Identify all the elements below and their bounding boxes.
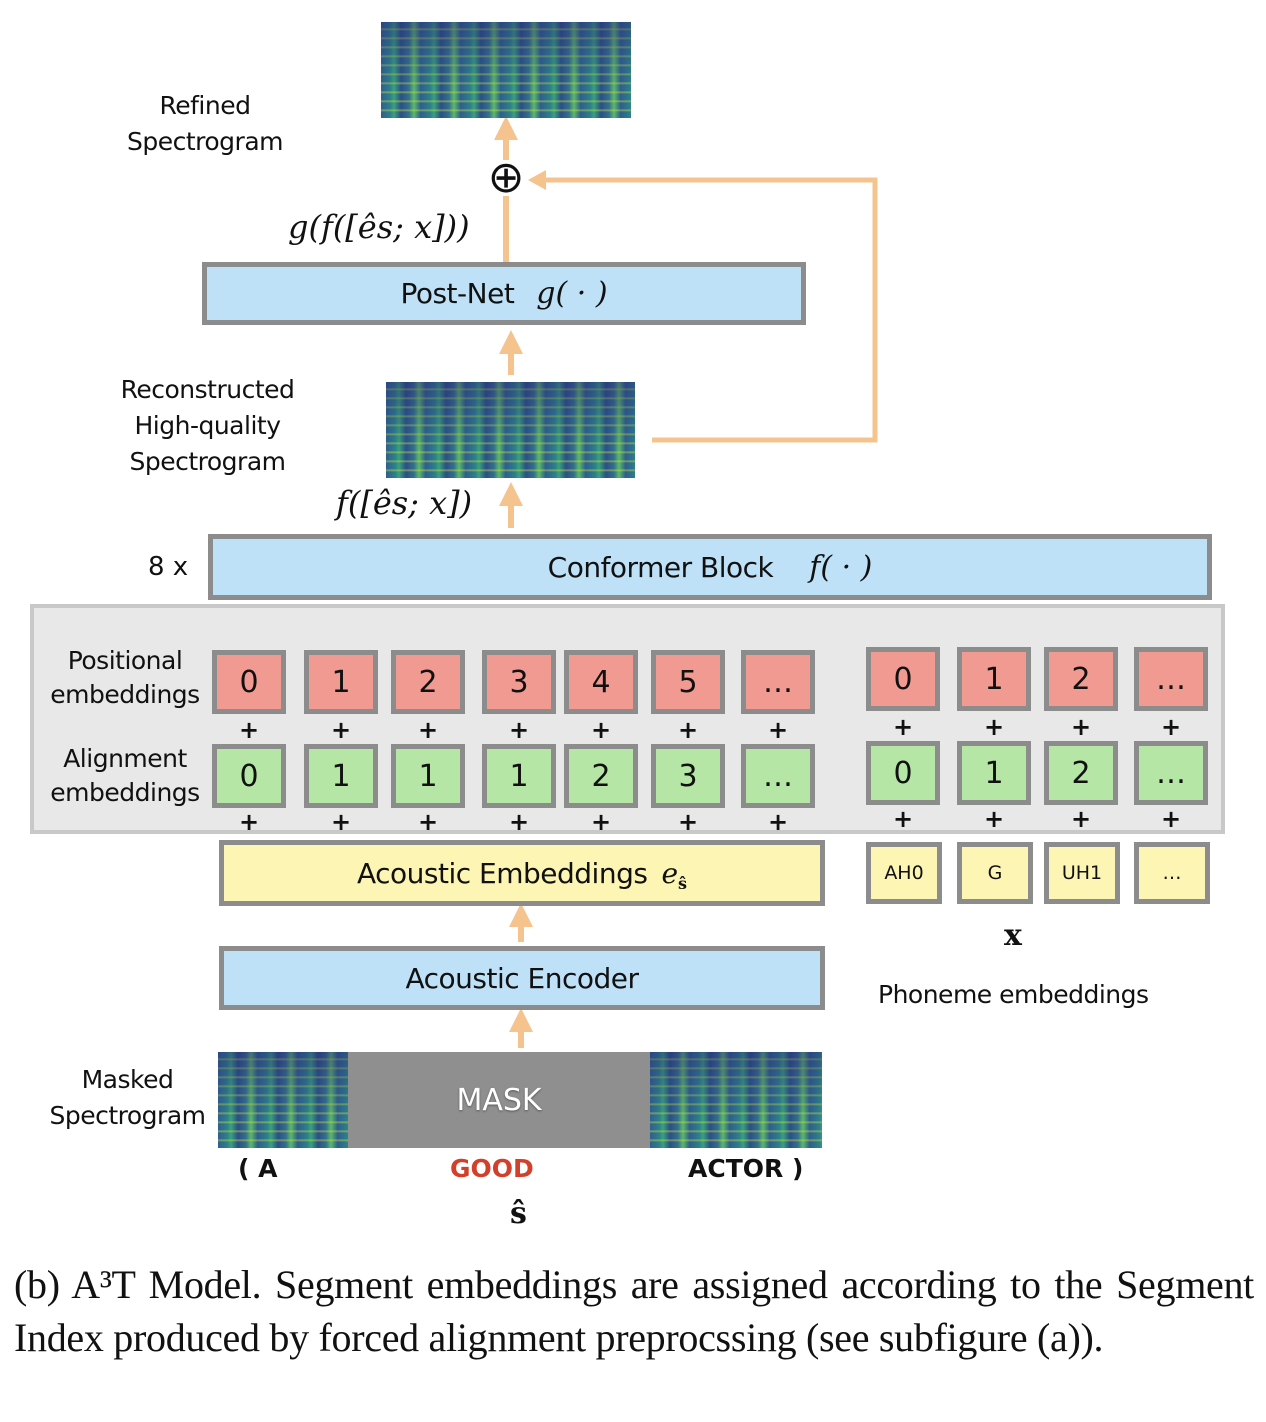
label-line: Masked <box>81 1065 174 1094</box>
conformer-name: Conformer Block <box>547 550 774 584</box>
plus-sign: + <box>1161 713 1182 741</box>
acoustic-embeddings-name: Acoustic Embeddings <box>356 856 648 890</box>
positional-embedding-token: 4 <box>564 650 638 714</box>
plus-sign: + <box>591 716 612 744</box>
plus-sign: + <box>984 713 1005 741</box>
alignment-embedding-token: … <box>741 744 815 808</box>
alignment-embedding-token: 1 <box>391 744 465 808</box>
positional-embedding-token: 1 <box>957 647 1031 711</box>
label-line: Positional <box>67 646 183 675</box>
alignment-embedding-token: … <box>1134 741 1208 805</box>
word-actor: ACTOR ) <box>688 1154 804 1183</box>
reconstructed-spectrogram-label: Reconstructed High-quality Spectrogram <box>105 372 310 480</box>
phoneme-token: … <box>1134 842 1210 904</box>
label-line: embeddings <box>50 680 200 709</box>
positional-embeddings-label: Positional embeddings <box>40 644 210 712</box>
alignment-embedding-token: 2 <box>1044 741 1118 805</box>
plus-sign: + <box>331 808 352 836</box>
plus-sign: + <box>591 808 612 836</box>
plus-sign: + <box>768 716 789 744</box>
label-line: Reconstructed <box>120 375 295 404</box>
alignment-embedding-token: 0 <box>866 741 940 805</box>
postnet-fn: g( · ) <box>536 276 608 311</box>
alignment-embeddings-label: Alignment embeddings <box>40 742 210 810</box>
phoneme-token: AH0 <box>866 842 942 904</box>
phoneme-embeddings-label: Phoneme embeddings <box>878 980 1149 1009</box>
masked-spectrogram-left <box>218 1052 348 1148</box>
reconstructed-spectrogram-image <box>386 382 635 478</box>
alignment-embedding-token: 2 <box>564 744 638 808</box>
plus-sign: + <box>418 716 439 744</box>
refined-spectrogram-label: Refined Spectrogram <box>105 88 305 160</box>
plus-sign: + <box>678 716 699 744</box>
label-line: embeddings <box>50 778 200 807</box>
plus-sign: + <box>418 808 439 836</box>
label-line: Refined <box>159 91 251 120</box>
postnet-name: Post-Net <box>400 277 515 310</box>
alignment-embedding-token: 0 <box>212 744 286 808</box>
plus-sign: + <box>1161 805 1182 833</box>
conformer-block: Conformer Block f( · ) <box>208 534 1212 600</box>
plus-sign: + <box>1071 713 1092 741</box>
positional-embedding-token: 2 <box>391 650 465 714</box>
label-line: Alignment <box>63 744 187 773</box>
positional-embedding-token: 5 <box>651 650 725 714</box>
plus-sign: + <box>1071 805 1092 833</box>
plus-sign: + <box>768 808 789 836</box>
plus-sign: + <box>678 808 699 836</box>
positional-embedding-token: 3 <box>482 650 556 714</box>
positional-embedding-token: … <box>741 650 815 714</box>
word-good-masked: GOOD <box>450 1154 534 1183</box>
positional-embedding-token: 2 <box>1044 647 1118 711</box>
alignment-embedding-token: 1 <box>957 741 1031 805</box>
phoneme-symbol: x <box>1004 918 1022 953</box>
plus-sign: + <box>331 716 352 744</box>
plus-sign: + <box>509 716 530 744</box>
plus-sign: + <box>509 808 530 836</box>
label-line: Spectrogram <box>129 447 286 476</box>
mask-region: MASK <box>348 1052 650 1148</box>
conformer-output-formula: f([ês; x]) <box>336 484 473 522</box>
plus-sign: + <box>239 808 260 836</box>
masked-spectrogram-label: Masked Spectrogram <box>30 1062 225 1134</box>
masked-segment-symbol: ŝ <box>510 1196 527 1231</box>
alignment-embedding-token: 1 <box>482 744 556 808</box>
repeat-count: 8 x <box>148 552 189 582</box>
label-line: High-quality <box>134 411 281 440</box>
phoneme-token: UH1 <box>1044 842 1120 904</box>
plus-sign: + <box>893 713 914 741</box>
plus-sign: + <box>984 805 1005 833</box>
phoneme-token: G <box>957 842 1033 904</box>
plus-sign: + <box>893 805 914 833</box>
acoustic-encoder-block: Acoustic Encoder <box>219 946 825 1010</box>
plus-sign: + <box>239 716 260 744</box>
postnet-output-formula: g(f([ês; x])) <box>288 208 470 246</box>
positional-embedding-token: 1 <box>304 650 378 714</box>
add-icon: ⊕ <box>487 152 525 203</box>
conformer-fn: f( · ) <box>809 549 873 585</box>
alignment-embedding-token: 1 <box>304 744 378 808</box>
residual-connection <box>540 177 878 443</box>
acoustic-embeddings-subscript: ŝ <box>678 873 688 893</box>
word-a: ( A <box>238 1154 278 1183</box>
label-line: Spectrogram <box>126 127 284 156</box>
refined-spectrogram-image <box>381 22 631 118</box>
acoustic-embeddings-symbol: e <box>661 856 679 890</box>
alignment-embedding-token: 3 <box>651 744 725 808</box>
positional-embedding-token: 0 <box>866 647 940 711</box>
masked-spectrogram-right <box>650 1052 822 1148</box>
acoustic-encoder-name: Acoustic Encoder <box>405 961 639 995</box>
figure-caption: (b) A³T Model. Segment embeddings are as… <box>14 1262 1254 1360</box>
postnet-block: Post-Net g( · ) <box>202 262 806 325</box>
positional-embedding-token: … <box>1134 647 1208 711</box>
label-line: Spectrogram <box>49 1101 206 1130</box>
positional-embedding-token: 0 <box>212 650 286 714</box>
